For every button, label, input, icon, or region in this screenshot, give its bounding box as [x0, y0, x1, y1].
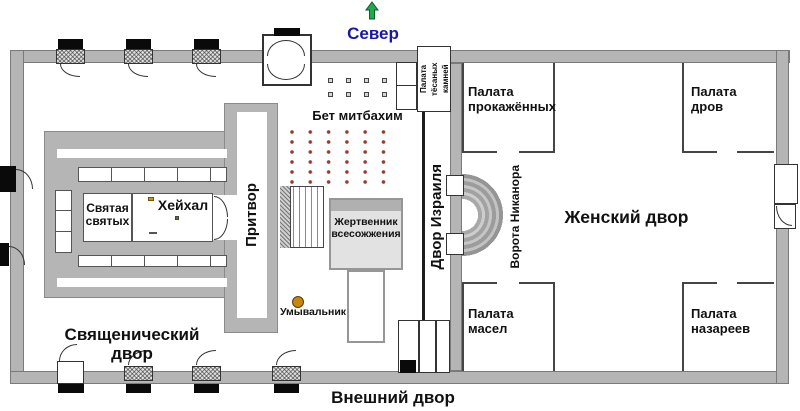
slaughter-table — [382, 92, 387, 97]
nazirites-chamber-door — [717, 281, 737, 286]
priests-court-label: Священический двор — [64, 324, 200, 363]
south-gate-3-sill — [194, 384, 219, 393]
south-gate-2-sill — [126, 384, 151, 393]
north-gate-2-door — [128, 64, 148, 77]
temple-corridor-north — [57, 149, 227, 158]
slaughter-table — [364, 78, 369, 83]
north-gate-3 — [192, 49, 221, 64]
temple-side-chambers-south — [78, 255, 227, 267]
temple-corridor-south — [57, 278, 227, 287]
altar-label: Жертвенник всесожжения — [331, 216, 401, 240]
laver-label: Умывальник — [279, 305, 347, 318]
north-gate-3-door — [196, 64, 216, 77]
small-chambers-divider — [396, 85, 417, 86]
nicanor-gate-label: Ворота Никанора — [508, 165, 523, 269]
temple-side-chambers-west — [55, 190, 72, 253]
porch-steps-upper — [280, 186, 291, 248]
north-gate-3-lintel — [194, 39, 219, 49]
west-gate-1 — [0, 166, 16, 192]
hewn-stone-label: Палата тёсаных камней — [418, 62, 450, 96]
incense-altar-icon — [148, 197, 154, 201]
west-gate-2 — [0, 243, 9, 266]
oils-chamber-door — [497, 281, 519, 286]
north-gate-2 — [124, 49, 153, 64]
nicanor-wall — [450, 63, 462, 371]
israel-court-label: Двор Израиля — [427, 164, 445, 270]
small-chambers — [396, 62, 417, 110]
israel-court-line — [422, 112, 425, 320]
slaughter-table — [328, 92, 333, 97]
lepers-chamber-label: Палата прокажённых — [468, 84, 556, 114]
temple-hall — [83, 193, 213, 242]
holy-of-holies-divider — [131, 194, 133, 241]
slaughter-table — [364, 92, 369, 97]
porch-label: Притвор — [242, 183, 260, 247]
water-gate-divider — [435, 321, 437, 372]
north-gate-2-lintel — [126, 39, 151, 49]
hewn-stone-chamber: Палата тёсаных камней — [417, 46, 451, 112]
nicanor-side-door — [446, 175, 464, 196]
nicanor-side-door — [446, 233, 464, 255]
east-gate-upper — [774, 164, 798, 204]
oils-chamber — [462, 282, 555, 371]
south-gate-1-sill — [58, 384, 84, 393]
slaughter-table — [328, 78, 333, 83]
altar-ramp — [347, 270, 385, 343]
north-label: Север — [347, 24, 399, 44]
rings-area — [288, 129, 398, 189]
north-gate-1 — [56, 49, 85, 64]
slaughterhouse-label: Бет митбахим — [312, 108, 403, 124]
nazirites-chamber-label: Палата назареев — [691, 306, 751, 336]
west-gate-1-door — [16, 169, 33, 189]
south-gate-4 — [272, 366, 301, 381]
north-main-gate-lintel — [274, 28, 300, 36]
slaughter-table — [382, 78, 387, 83]
water-gate-sill — [400, 360, 416, 373]
south-gate-2 — [124, 366, 153, 381]
south-gate-4-sill — [274, 384, 299, 393]
lepers-chamber-door — [497, 150, 519, 155]
heikhal-label: Хейхал — [157, 196, 209, 213]
water-gate — [398, 320, 450, 373]
north-gate-1-lintel — [58, 39, 83, 49]
north-gate-1-door — [60, 64, 80, 77]
wood-chamber-label: Палата дров — [691, 84, 737, 114]
wood-chamber — [682, 63, 774, 153]
porch-interior: Притвор — [237, 112, 267, 318]
nazirites-chamber — [682, 282, 774, 371]
temple-side-chambers-north — [78, 167, 227, 182]
lepers-chamber — [462, 63, 555, 153]
laver-icon — [292, 296, 304, 308]
north-arrow-icon — [363, 1, 381, 21]
holy-of-holies-label: Святая святых — [85, 200, 130, 228]
slaughter-table — [346, 78, 351, 83]
oils-chamber-label: Палата масел — [468, 306, 514, 336]
south-gate-1 — [57, 361, 84, 384]
table-icon — [149, 232, 157, 234]
south-gate-4-door — [276, 350, 296, 365]
south-gate-3 — [192, 366, 221, 381]
altar-ledge — [331, 200, 401, 211]
women-court-label: Женский двор — [564, 207, 689, 228]
outer-court-label: Внешний двор — [331, 388, 455, 408]
menorah-icon — [175, 216, 179, 220]
outer-wall-left — [10, 50, 24, 384]
water-gate-divider — [418, 321, 420, 372]
wood-chamber-door — [717, 150, 737, 155]
nicanor-steps — [462, 170, 507, 260]
slaughter-table — [346, 92, 351, 97]
